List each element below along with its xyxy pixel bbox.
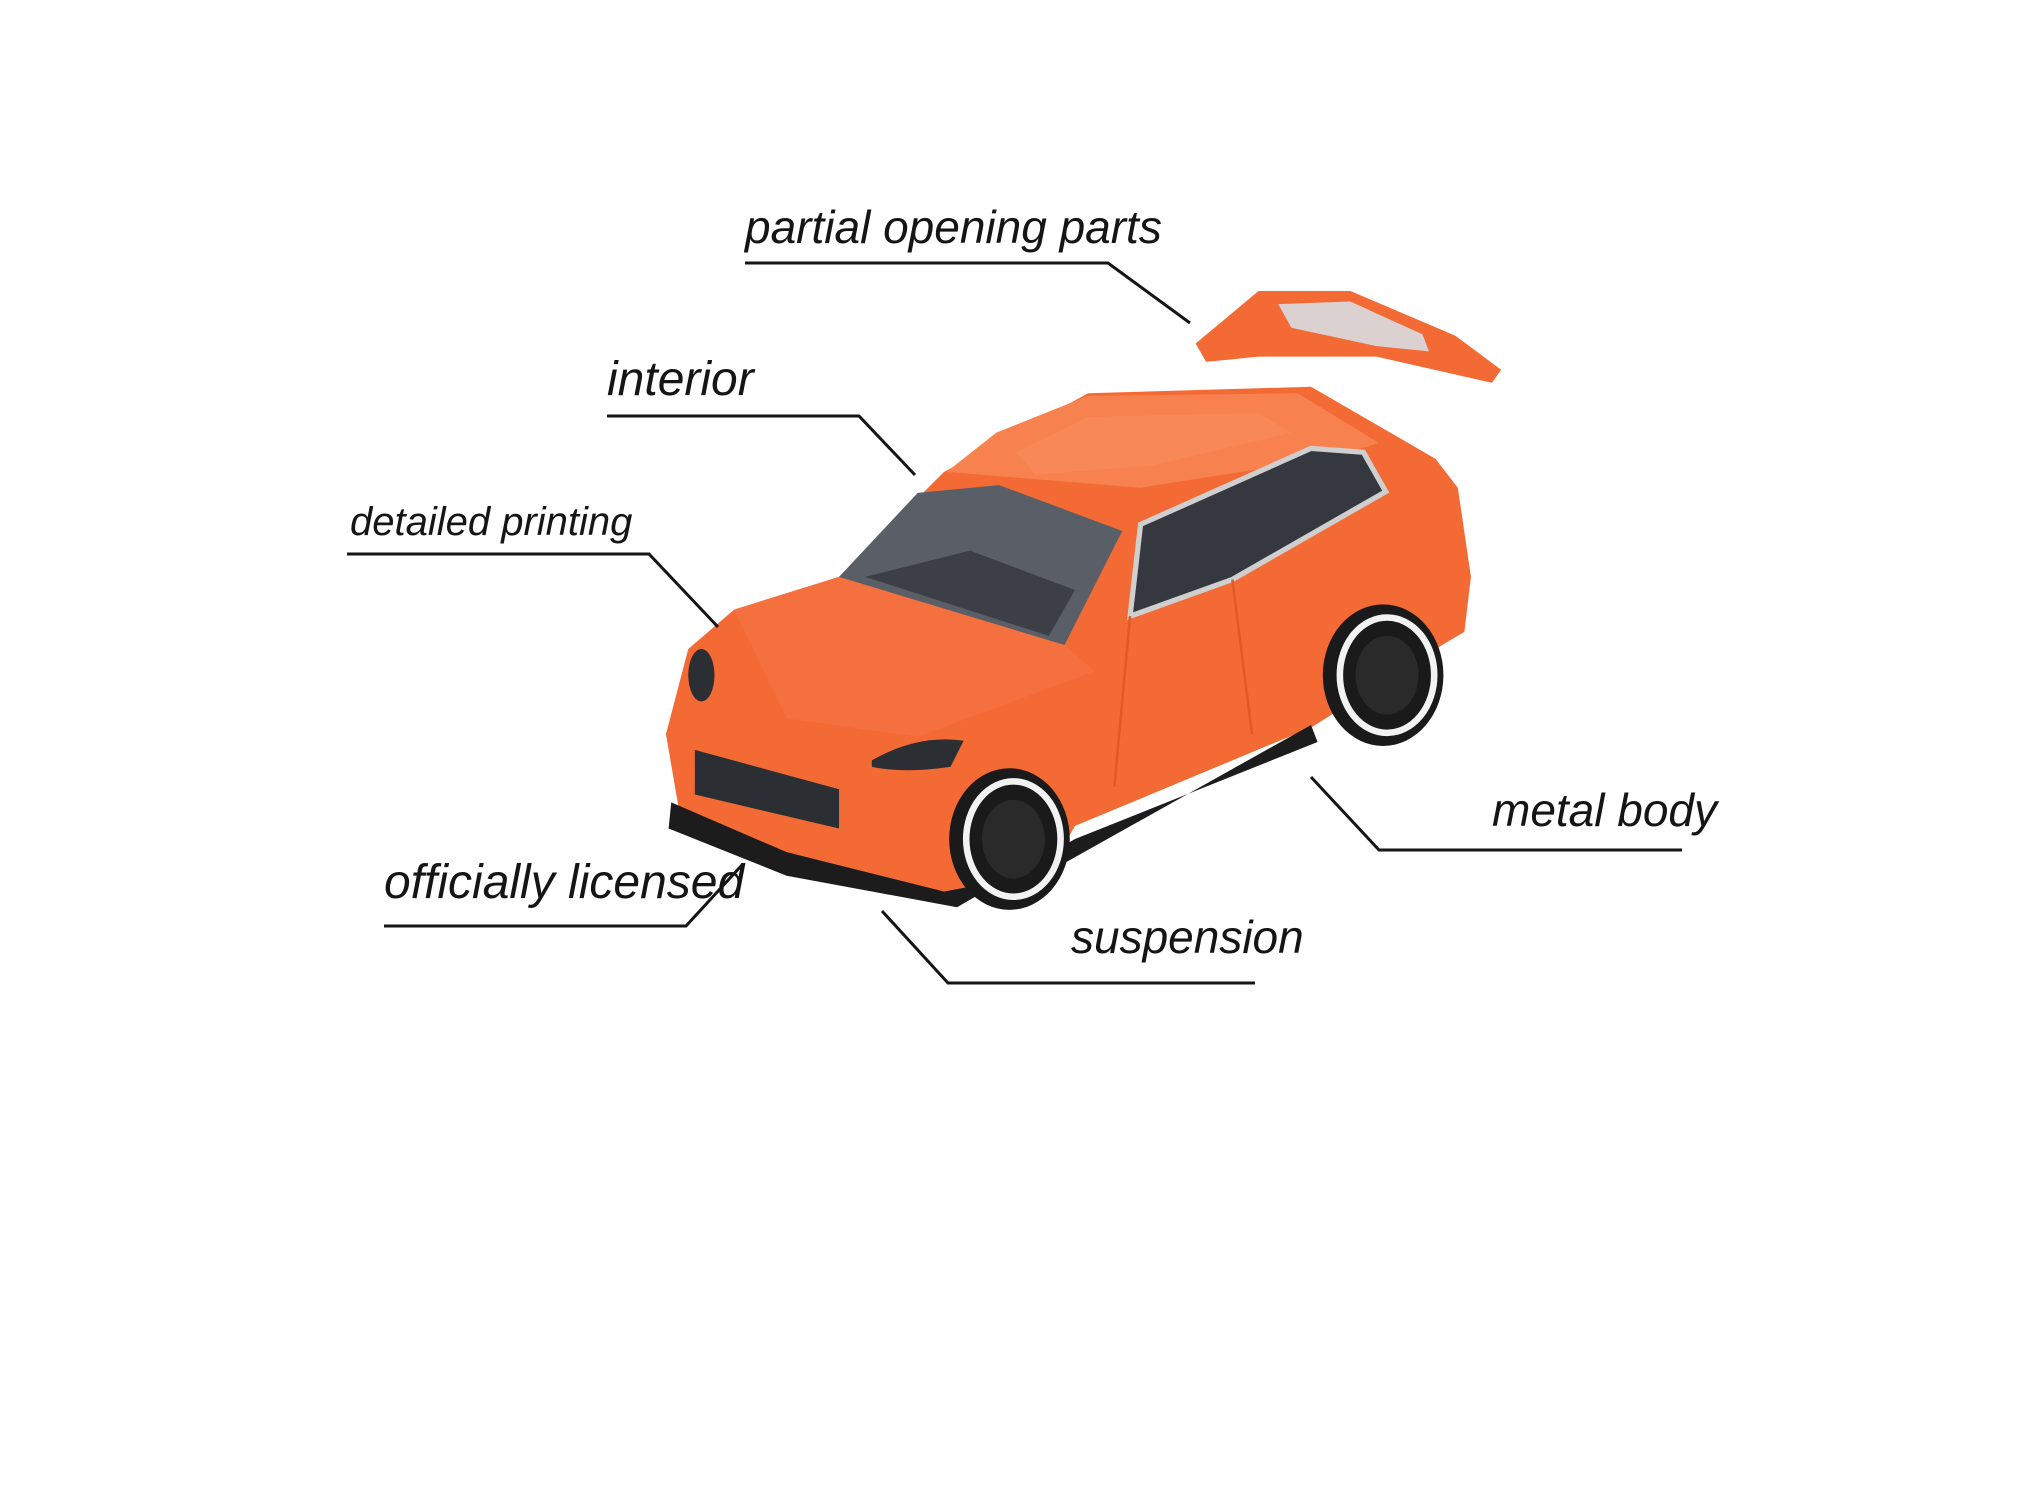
front-grille: [694, 749, 840, 829]
leader-line: [607, 414, 917, 477]
callout-detailed-printing: detailed printing: [347, 500, 720, 629]
leader-line: [347, 552, 720, 629]
callout-metal-body: metal body: [1309, 775, 1720, 852]
callout-suspension: suspension: [880, 909, 1304, 985]
sunroof: [1016, 412, 1292, 475]
leader-line: [880, 909, 1255, 985]
label-partial-opening-parts: partial opening parts: [743, 201, 1162, 253]
label-suspension: suspension: [1071, 911, 1304, 963]
leader-line: [384, 863, 744, 928]
door-line: [1113, 579, 1254, 787]
callout-officially-licensed: officially licensed: [384, 856, 745, 928]
rear-wheel: [1322, 604, 1444, 746]
callout-interior: interior: [607, 353, 917, 477]
label-interior: interior: [607, 353, 756, 406]
label-officially-licensed: officially licensed: [384, 856, 745, 909]
toy-car-illustration: [665, 291, 1502, 910]
leader-line: [745, 261, 1191, 325]
car-hood: [734, 576, 1095, 737]
dashboard-interior: [865, 550, 1076, 636]
leader-line: [1309, 775, 1682, 852]
headlight-left: [688, 648, 715, 702]
label-metal-body: metal body: [1492, 784, 1720, 836]
front-wheel: [949, 768, 1070, 910]
headlight-right: [871, 739, 964, 771]
callout-partial-opening-parts: partial opening parts: [743, 201, 1191, 325]
rear-window-glass: [1278, 301, 1429, 352]
label-detailed-printing: detailed printing: [350, 500, 632, 544]
side-windows: [1126, 445, 1390, 621]
